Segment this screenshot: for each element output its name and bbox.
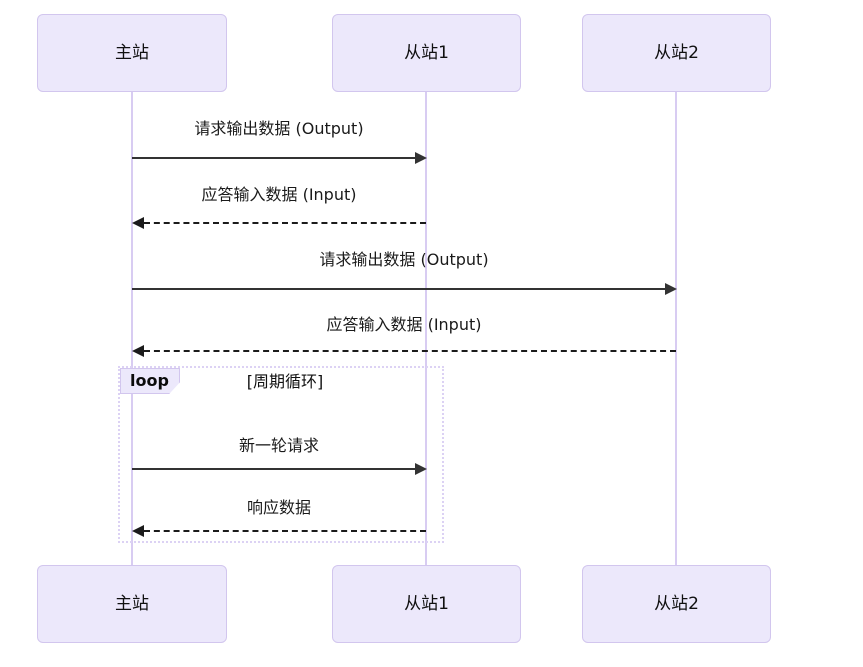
participant-box-master-bottom[interactable]: 主站 xyxy=(37,565,227,643)
lifeline-master xyxy=(131,92,133,565)
participant-label-master-bottom: 主站 xyxy=(115,593,149,614)
participant-label-slave1-bottom: 从站1 xyxy=(404,593,449,614)
lifeline-slave2 xyxy=(675,92,677,565)
message-arrowhead-2 xyxy=(132,217,144,229)
participant-box-slave1-top[interactable]: 从站1 xyxy=(332,14,521,92)
message-label-3: 请求输出数据 (Output) xyxy=(319,250,489,269)
participant-label-master-top: 主站 xyxy=(115,42,149,63)
loop-fragment-tag: loop xyxy=(120,368,180,394)
message-arrowhead-6 xyxy=(132,525,144,537)
participant-label-slave2-bottom: 从站2 xyxy=(654,593,699,614)
loop-fragment-condition: [周期循环] xyxy=(246,372,324,391)
message-label-4: 应答输入数据 (Input) xyxy=(326,315,482,334)
message-line-6 xyxy=(144,530,426,532)
message-line-2 xyxy=(144,222,426,224)
message-line-4 xyxy=(144,350,676,352)
loop-fragment-tag-label: loop xyxy=(130,371,169,390)
lifeline-slave1 xyxy=(425,92,427,565)
participant-box-slave2-top[interactable]: 从站2 xyxy=(582,14,771,92)
message-label-2: 应答输入数据 (Input) xyxy=(201,185,357,204)
message-arrowhead-3 xyxy=(665,283,677,295)
message-arrowhead-4 xyxy=(132,345,144,357)
message-label-1: 请求输出数据 (Output) xyxy=(194,119,364,138)
participant-label-slave1-top: 从站1 xyxy=(404,42,449,63)
loop-fragment-box xyxy=(118,366,444,543)
message-line-3 xyxy=(132,288,665,290)
message-label-6: 响应数据 xyxy=(246,498,311,517)
message-arrowhead-5 xyxy=(415,463,427,475)
participant-box-master-top[interactable]: 主站 xyxy=(37,14,227,92)
message-arrowhead-1 xyxy=(415,152,427,164)
message-line-1 xyxy=(132,157,415,159)
message-label-5: 新一轮请求 xyxy=(238,436,319,455)
message-line-5 xyxy=(132,468,415,470)
participant-box-slave1-bottom[interactable]: 从站1 xyxy=(332,565,521,643)
participant-label-slave2-top: 从站2 xyxy=(654,42,699,63)
participant-box-slave2-bottom[interactable]: 从站2 xyxy=(582,565,771,643)
